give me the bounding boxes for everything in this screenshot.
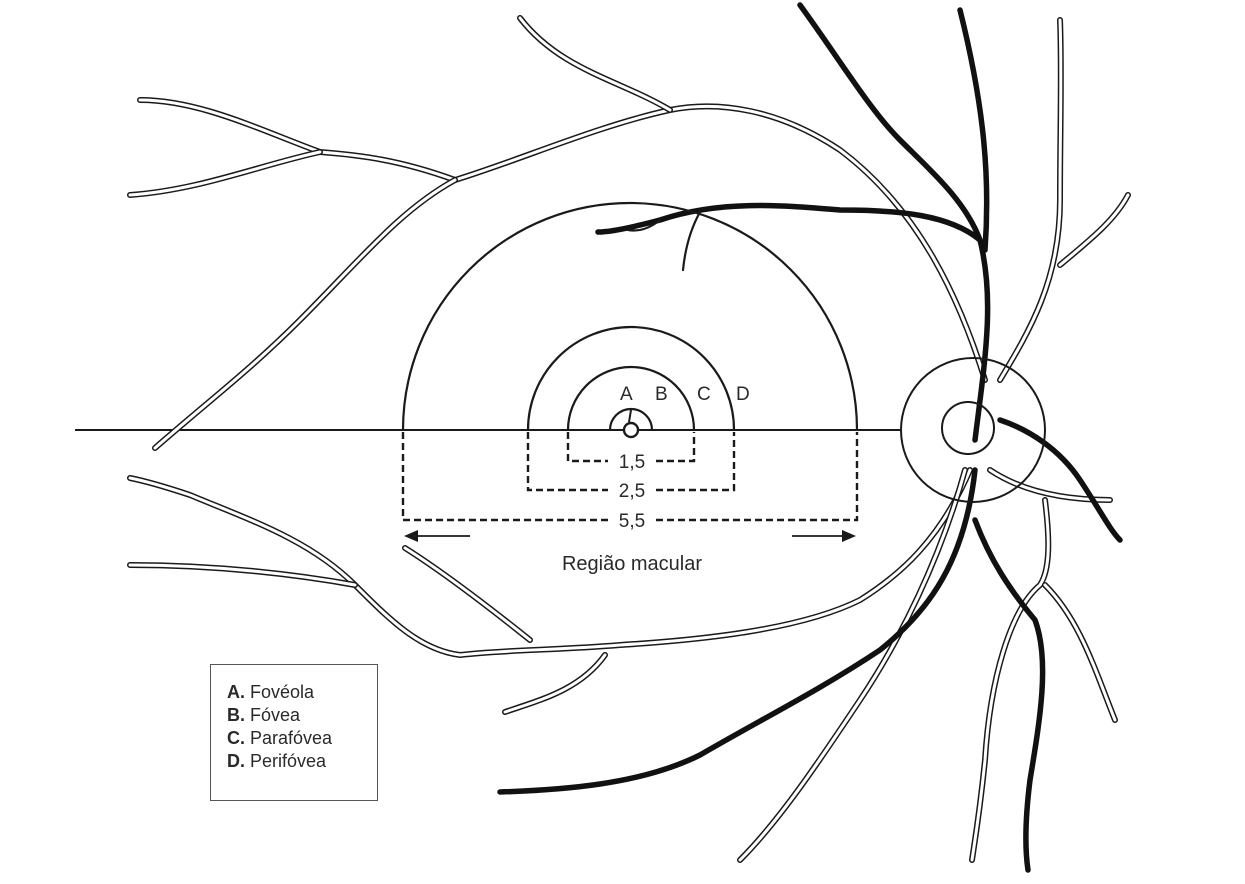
legend-letter: C.: [227, 728, 245, 748]
zone-letter-c: C: [697, 384, 711, 405]
foveola-tick: [628, 409, 632, 423]
foveola-arc: [608, 407, 654, 431]
parafovea-diameter-label: 2,5: [619, 481, 645, 502]
legend-item-parafovea: C. Parafóvea: [227, 727, 377, 750]
perifovea-diameter-label: 5,5: [619, 511, 645, 532]
legend-item-foveola: A. Fovéola: [227, 681, 377, 704]
legend-text: Perifóvea: [250, 751, 327, 771]
perifovea-arc: [401, 201, 859, 431]
legend-text: Fóvea: [250, 705, 301, 725]
legend-item-fovea: B. Fóvea: [227, 704, 377, 727]
fovea-arc: [566, 365, 696, 431]
retinal-arteries: [497, 2, 1123, 873]
left-arrow-head: [404, 530, 418, 542]
measurement-brackets: 1,5 2,5 5,5 Região macular: [401, 432, 859, 575]
legend-item-perifovea: D. Perifóvea: [227, 750, 377, 773]
legend: A. Fovéola B. Fóvea C. Parafóvea D. Peri…: [210, 664, 378, 801]
optic-cup: [941, 401, 995, 455]
fovea-diameter-label: 1,5: [619, 452, 645, 473]
legend-text: Fovéola: [250, 682, 315, 702]
zone-letter-b: B: [655, 384, 668, 405]
legend-text: Parafóvea: [250, 728, 333, 748]
legend-letter: A.: [227, 682, 245, 702]
optic-disc: [900, 357, 1046, 503]
foveola-center: [622, 421, 640, 439]
legend-letter: D.: [227, 751, 245, 771]
zone-letter-a: A: [620, 384, 633, 405]
macular-zones: A B C D: [401, 201, 859, 439]
region-label: Região macular: [562, 553, 702, 575]
retinal-vessels: [127, 15, 1131, 863]
parafovea-arc: [526, 325, 736, 431]
right-arrow-head: [842, 530, 856, 542]
legend-letter: B.: [227, 705, 245, 725]
zone-letter-d: D: [736, 384, 750, 405]
